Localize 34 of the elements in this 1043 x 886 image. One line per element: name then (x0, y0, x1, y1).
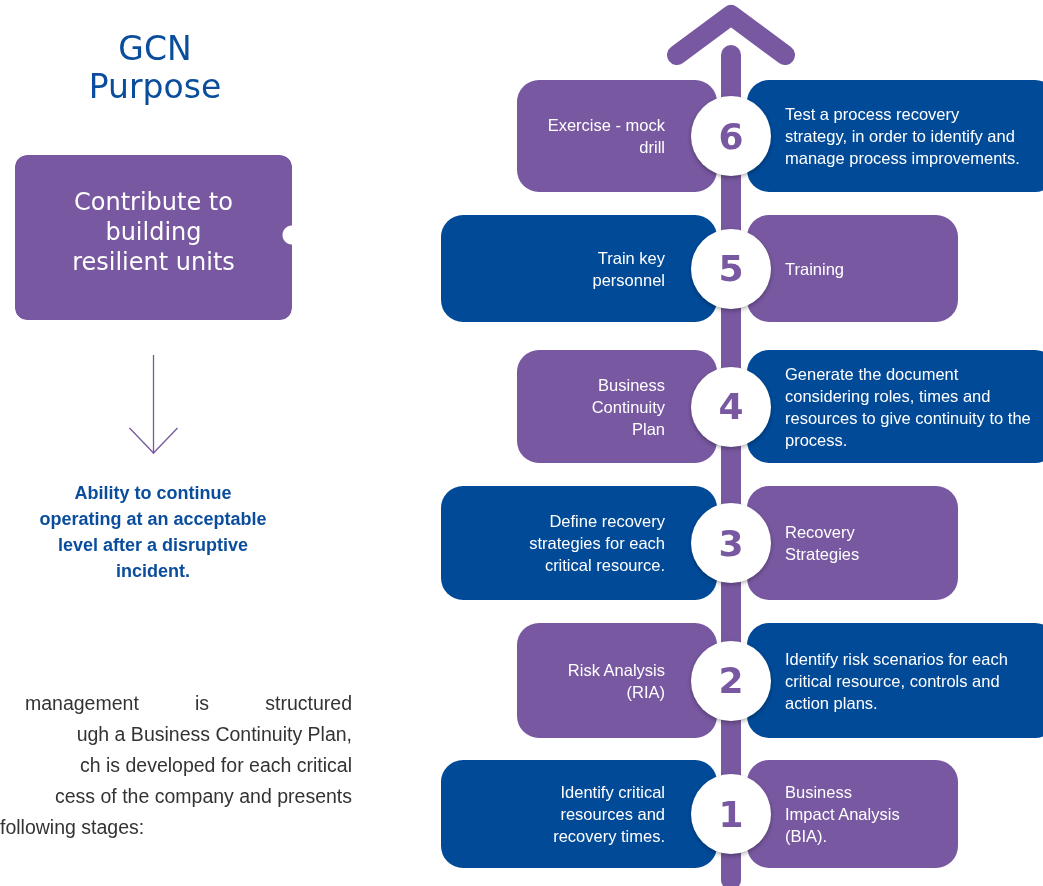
paragraph-text: following stages: (0, 815, 145, 840)
description-box (747, 80, 1043, 192)
arrow (128, 354, 179, 455)
step-title: Identify critical resources and recovery times. (552, 782, 665, 847)
description-box (747, 486, 958, 600)
step-description: Recovery Strategies (785, 522, 861, 565)
description-box (747, 215, 958, 322)
diagram-title: GCN Purpose (87, 30, 223, 106)
step-title: Train key personnel (591, 247, 665, 291)
outcome-text: Ability to continue operating at an acceptable level after a disruptive incident. (38, 480, 268, 590)
step-box (441, 760, 717, 868)
paragraph-text: ugh a Business Continuity Plan, (76, 722, 352, 747)
description-box (747, 350, 1043, 463)
step-box (517, 350, 717, 463)
paragraph-text: ch is developed for each critical (79, 753, 352, 778)
step-box (517, 623, 717, 738)
purpose-box (15, 155, 292, 320)
step-description: Generate the document considering roles, times and resources to give continuity to the process. (785, 363, 1032, 451)
step-description: Identify risk scenarios for each critical resource, controls and action plans. (785, 648, 1009, 714)
step-box (517, 80, 717, 192)
step-box (441, 215, 717, 322)
step-title: Business Continuity Plan (590, 374, 665, 440)
step-title: Risk Analysis (RIA) (566, 659, 665, 703)
paragraph-text: cess of the company and presents (55, 784, 352, 809)
step-description: Test a process recovery strategy, in order to identify and manage process improvements. (785, 104, 1021, 169)
step-description: Business Impact Analysis (BIA). (785, 782, 901, 847)
description-box (747, 760, 958, 868)
paragraph-text: management is structured (25, 691, 352, 716)
step-title: Define recovery strategies for each critical resource. (528, 511, 665, 576)
description-box (747, 623, 1043, 738)
step-box (441, 486, 717, 600)
purpose-text: Contribute to building resilient units (71, 186, 236, 277)
step-title: Exercise - mock drill (546, 115, 665, 158)
step-description: Training (785, 258, 844, 280)
